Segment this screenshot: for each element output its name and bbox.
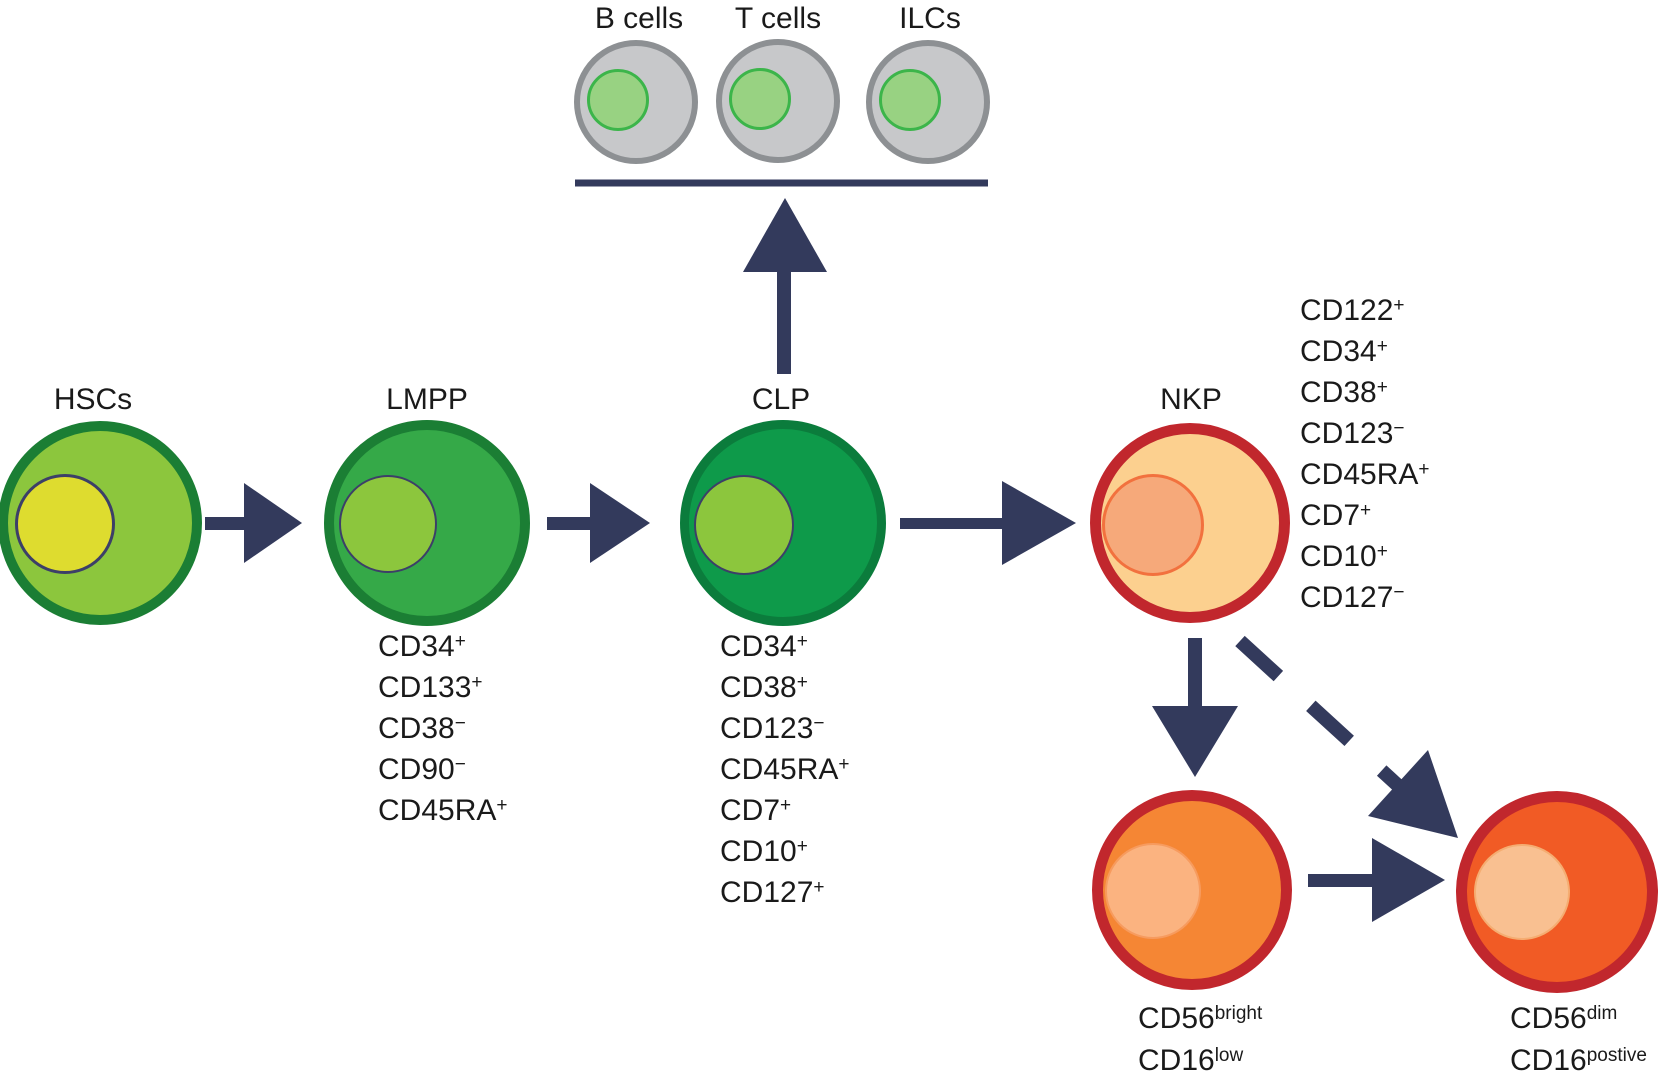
arrow-cd56bright-to-cd56dim — [1308, 838, 1445, 922]
marker-label: CD10+ — [1300, 540, 1388, 573]
cd56dim-nucleus — [1474, 844, 1570, 940]
marker-label: CD16postive — [1510, 1044, 1647, 1077]
ilcs-label: ILCs — [899, 2, 961, 35]
cd56bright-nucleus — [1105, 843, 1201, 939]
b-cell — [574, 40, 698, 164]
clp-cell — [680, 420, 886, 626]
marker-label: CD45RA+ — [378, 794, 508, 827]
nkp-marker-list: CD122+ CD34+ CD38+ CD123− CD45RA+ CD7+ CD10+ CD… — [1300, 290, 1429, 618]
clp-label: CLP — [751, 383, 811, 416]
marker-label: CD122+ — [1300, 294, 1405, 327]
nkp-nucleus — [1102, 474, 1204, 576]
marker-label: CD7+ — [720, 794, 792, 827]
marker-label: CD90− — [378, 753, 466, 786]
marker-label: CD34+ — [720, 630, 808, 663]
b-cell-nucleus — [587, 69, 649, 131]
lmpp-cell — [324, 420, 530, 626]
lmpp-nucleus — [339, 475, 437, 573]
marker-label: CD133+ — [378, 671, 483, 704]
cd56dim-cell — [1456, 791, 1658, 993]
hsc-nucleus — [15, 474, 115, 574]
arrow-nkp-to-cd56bright — [1152, 638, 1238, 777]
arrow-nkp-to-cd56dim-dashed — [1235, 635, 1458, 838]
clp-nucleus — [694, 475, 794, 575]
lmpp-label: LMPP — [386, 383, 468, 416]
t-cells-label: T cells — [734, 2, 822, 35]
marker-label: CD45RA+ — [1300, 458, 1430, 491]
marker-label: CD34+ — [378, 630, 466, 663]
t-cell-nucleus — [729, 68, 791, 130]
arrow-clp-to-lymphocytes — [743, 198, 827, 374]
marker-label: CD38+ — [1300, 376, 1388, 409]
marker-label: CD10+ — [720, 835, 808, 868]
arrow-clp-to-nkp — [900, 481, 1076, 565]
marker-label: CD38− — [378, 712, 466, 745]
hsc-cell — [0, 421, 202, 625]
marker-label: CD34+ — [1300, 335, 1388, 368]
arrow-hsc-to-lmpp — [205, 483, 302, 563]
marker-label: CD16low — [1138, 1044, 1244, 1077]
marker-label: CD123− — [720, 712, 825, 745]
arrow-lmpp-to-clp — [547, 483, 650, 563]
ilc-cell-nucleus — [879, 69, 941, 131]
b-cells-label: B cells — [594, 2, 684, 35]
marker-label: CD127+ — [720, 876, 825, 909]
marker-label: CD45RA+ — [720, 753, 850, 786]
clp-marker-list: CD34+ CD38+ CD123− CD45RA+ CD7+ CD10+ CD127+ — [720, 626, 849, 913]
nkp-label: NKP — [1160, 383, 1222, 416]
marker-label: CD56bright — [1138, 1002, 1263, 1035]
marker-label: CD38+ — [720, 671, 808, 704]
nkp-cell — [1090, 423, 1290, 623]
marker-label: CD127− — [1300, 581, 1405, 614]
t-cell — [716, 39, 840, 163]
hsc-label: HSCs — [53, 383, 133, 416]
ilc-cell — [866, 40, 990, 164]
marker-label: CD123− — [1300, 417, 1405, 450]
lmpp-marker-list: CD34+ CD133+ CD38− CD90− CD45RA+ — [378, 626, 507, 831]
marker-label: CD7+ — [1300, 499, 1372, 532]
cd56bright-cell — [1092, 790, 1292, 990]
marker-label: CD56dim — [1510, 1002, 1618, 1035]
